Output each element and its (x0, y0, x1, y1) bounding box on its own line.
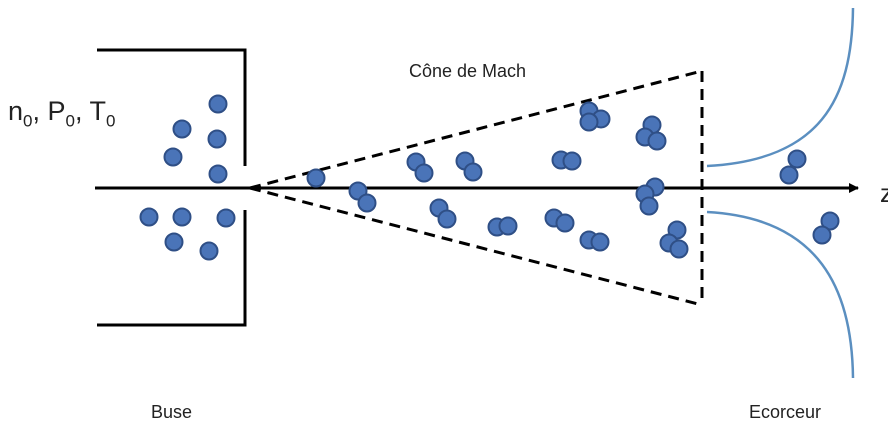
trimer (579, 101, 611, 132)
particle (172, 207, 192, 227)
nozzle-label: Buse (151, 402, 193, 422)
dimer (779, 149, 807, 185)
source-n-subscript: 0 (23, 111, 33, 131)
trimer (635, 177, 665, 216)
particle (216, 208, 236, 228)
source-sep-1: , (32, 96, 48, 126)
trimer (659, 220, 689, 259)
particle (139, 207, 159, 227)
source-p-subscript: 0 (65, 111, 75, 131)
particle (199, 241, 219, 261)
source-conditions-label: n0, P0, T0 (8, 96, 115, 131)
nozzle (97, 48, 247, 327)
nozzle-lower-wall (97, 210, 247, 327)
nozzle-upper-wall (97, 48, 247, 166)
source-t: T (89, 96, 107, 126)
particles (139, 94, 840, 261)
particle (164, 232, 184, 252)
skimmer-upper-curve (706, 7, 855, 168)
particle (306, 168, 326, 188)
source-p: P (47, 96, 66, 126)
mach-cone-label: Cône de Mach (409, 61, 527, 81)
source-n: n (8, 96, 24, 126)
source-t-subscript: 0 (106, 111, 116, 131)
skimmer-lower-curve (706, 210, 855, 379)
dimer (579, 230, 610, 252)
skimmer-label: Ecorceur (749, 402, 822, 422)
z-axis-label: z (880, 178, 888, 208)
skimmer (706, 7, 855, 379)
dimer (406, 152, 434, 183)
mach-cone-upper-edge (249, 69, 703, 190)
trimer (635, 115, 667, 151)
particle (207, 129, 227, 149)
dimer (487, 216, 518, 237)
source-sep-2: , (75, 96, 90, 126)
dimer (812, 211, 840, 245)
dimer (455, 151, 483, 182)
dimer (544, 208, 575, 233)
particle (163, 147, 183, 167)
dimer (348, 181, 377, 213)
dimer (551, 150, 582, 171)
particle (208, 94, 228, 114)
mach-cone-lower-edge (249, 186, 703, 307)
particle (172, 119, 192, 139)
particle (208, 164, 228, 184)
dimer (429, 198, 457, 229)
